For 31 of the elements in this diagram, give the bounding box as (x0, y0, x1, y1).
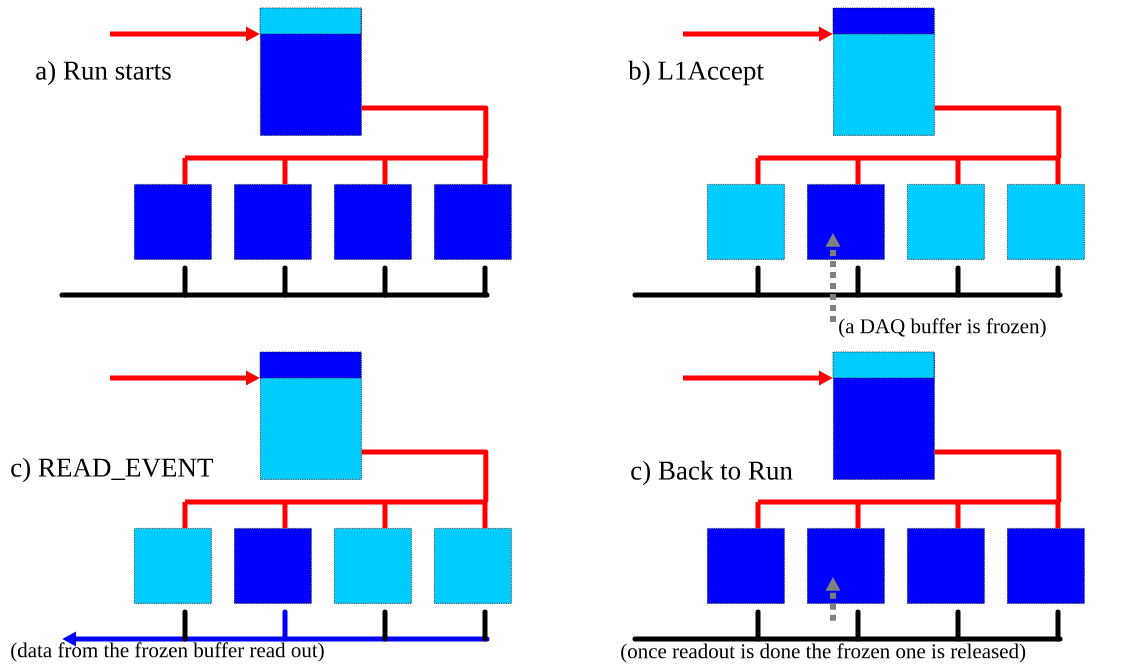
panel-title: c) Back to Run (631, 460, 793, 486)
buffer-box (1007, 184, 1085, 260)
panel-title: b) L1Accept (628, 60, 764, 86)
buffer-box (1007, 528, 1085, 604)
caption-text: (data from the frozen buffer read out) (11, 642, 324, 662)
note-text: (a DAQ buffer is frozen) (839, 318, 1046, 338)
buffer-box (134, 184, 212, 260)
panel-title: c) READ_EVENT (11, 457, 213, 483)
panel-title: a) Run starts (36, 60, 171, 86)
buffer-box (707, 184, 785, 260)
connector-line (755, 449, 1062, 531)
buffer-box (234, 528, 312, 604)
connector-line (182, 105, 489, 187)
buffer-box (434, 528, 512, 604)
connector-line (182, 449, 489, 531)
buffer-box (334, 528, 412, 604)
buffer-box (259, 351, 362, 480)
buffer-box (832, 351, 935, 480)
buffer-box (334, 184, 412, 260)
buffer-box (907, 184, 985, 260)
buffer-box (807, 528, 885, 604)
connector-line (755, 105, 1062, 187)
caption-text: (once readout is done the frozen one is released) (621, 643, 1026, 663)
buffer-box (259, 7, 362, 136)
buffer-box (707, 528, 785, 604)
buffer-box (234, 184, 312, 260)
buffer-box (434, 184, 512, 260)
buffer-box (134, 528, 212, 604)
buffer-box (832, 7, 935, 136)
buffer-box (807, 184, 885, 260)
buffer-box (907, 528, 985, 604)
